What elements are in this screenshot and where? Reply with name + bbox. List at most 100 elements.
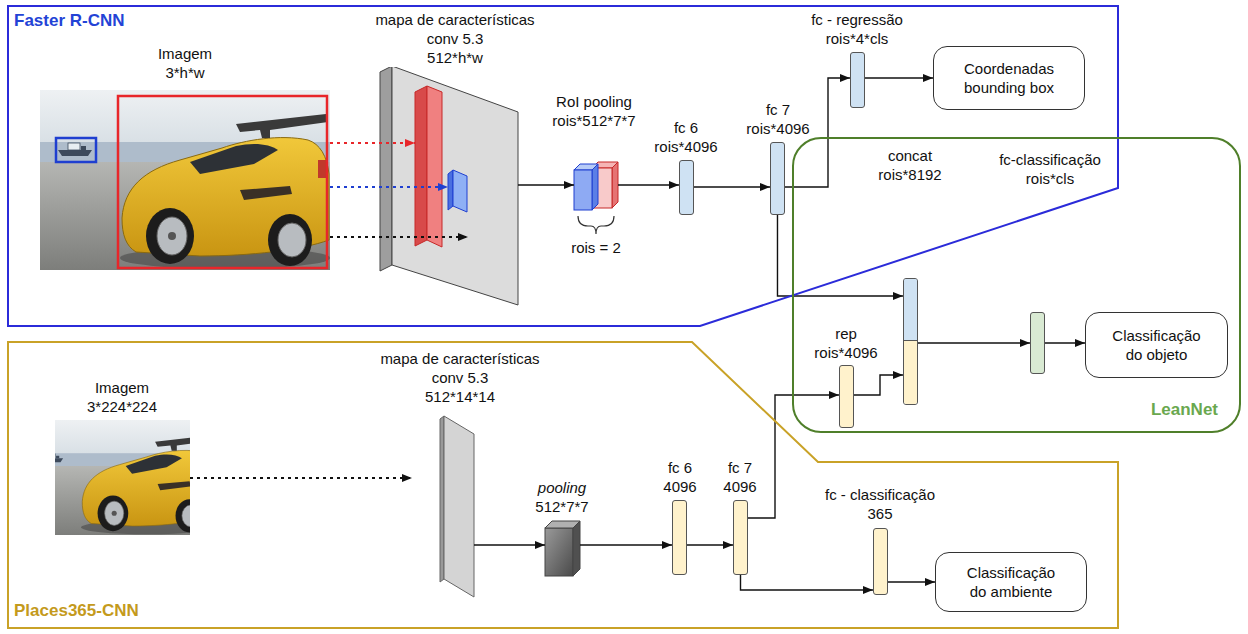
layer-caption: pooling512*7*7 — [535, 478, 588, 516]
fc-layer: fc 64096 — [663, 458, 696, 575]
layer-caption: fc-classificaçãorois*cls — [999, 150, 1101, 188]
layer-label: 512*14*14 — [380, 387, 539, 406]
layer-label: 3*224*224 — [87, 397, 157, 416]
concat-layer: concatrois*8192 — [878, 146, 941, 405]
layer-label: pooling — [535, 478, 588, 497]
fc-layer: fc - classificação365 — [825, 485, 935, 595]
bar-part — [904, 341, 917, 405]
layer-label: fc - regressão — [811, 10, 903, 29]
layer-label: rois*4096 — [814, 343, 877, 362]
layer-label: rois*cls — [999, 169, 1101, 188]
connector-arrow — [330, 186, 448, 188]
layer-bar — [850, 52, 865, 108]
feature-map: mapa de característicasconv 5.3512*h*w — [375, 10, 534, 305]
input-image: Imagem3*h*w — [40, 44, 330, 270]
layer-label: 365 — [825, 504, 935, 523]
region-title-block: Faster R-CNN — [14, 10, 125, 31]
layer-label: Imagem — [158, 44, 212, 63]
connector-arrow — [580, 544, 672, 545]
layer-bar — [873, 528, 888, 595]
fc-layer: fc 7rois*4096 — [746, 100, 809, 215]
region-title-block: LeanNet — [1151, 399, 1218, 420]
input-photo — [40, 90, 330, 270]
output-box: Coordenadas bounding box — [933, 46, 1085, 110]
layer-label: rep — [814, 324, 877, 343]
connector-arrow — [865, 77, 933, 78]
region-title-block: Places365-CNN — [14, 600, 139, 621]
box-text: Classificação do ambiente — [958, 563, 1064, 601]
layer-label: 512*7*7 — [535, 497, 588, 516]
fc-layer: fc 74096 — [723, 458, 756, 575]
layer-label: concat — [878, 146, 941, 165]
region-border — [793, 138, 1240, 432]
cube-side — [592, 164, 598, 210]
roi-projection — [453, 170, 467, 212]
region-title: Faster R-CNN — [14, 10, 125, 31]
connector-arrow — [518, 184, 574, 185]
connector-arrow — [888, 581, 935, 582]
layer-label: rois*8192 — [878, 165, 941, 184]
layer-label: 4096 — [723, 477, 756, 496]
brace — [578, 216, 614, 234]
layer-caption: fc 64096 — [663, 458, 696, 496]
layer-label: conv 5.3 — [375, 29, 534, 48]
roi-pooling: RoI poolingrois*512*7*7 — [552, 92, 635, 210]
layer-label: conv 5.3 — [380, 368, 539, 387]
roi-projection — [448, 170, 453, 210]
layer-label: 4096 — [663, 477, 696, 496]
slab-side — [380, 66, 392, 271]
model-region: Imagem3*h*w mapa de característicasconv 5… — [8, 6, 1118, 326]
layer-label: 512*h*w — [375, 48, 534, 67]
model-region: Imagem3*224*224 mapa de característicasco… — [8, 342, 1118, 628]
fc-layer: fc 6rois*4096 — [654, 118, 717, 215]
layer-label: fc 7 — [723, 458, 756, 477]
fc-layer: fc - regressãorois*4*cls — [811, 10, 903, 108]
picture-area — [55, 420, 190, 535]
layer-label: fc - classificação — [825, 485, 935, 504]
layer-bar — [1030, 312, 1045, 374]
region-title: LeanNet — [1151, 399, 1218, 420]
fc-layer: reprois*4096 — [814, 324, 877, 428]
picture-area — [440, 416, 474, 597]
layer-label: RoI pooling — [552, 92, 635, 111]
input-photo — [30, 420, 215, 535]
photo — [40, 90, 330, 270]
picture-area — [574, 162, 618, 210]
layer-caption: reprois*4096 — [814, 324, 877, 362]
layer-bar — [679, 160, 694, 215]
layer-label: Imagem — [87, 378, 157, 397]
bar-part — [904, 279, 917, 341]
layer-caption: Imagem3*h*w — [158, 44, 212, 82]
layer-label: fc 6 — [663, 458, 696, 477]
layer-caption: mapa de característicasconv 5.3512*14*14 — [380, 349, 539, 406]
connector-arrow — [687, 544, 733, 545]
car-region-box — [118, 96, 327, 268]
layer-caption: fc 6rois*4096 — [654, 118, 717, 156]
connector-arrow — [741, 575, 873, 590]
layer-caption: RoI poolingrois*512*7*7 — [552, 92, 635, 130]
connector-arrow — [330, 236, 468, 238]
output-box: Classificação do objeto — [1085, 312, 1228, 378]
layer-label: fc 6 — [654, 118, 717, 137]
connector-arrow — [694, 186, 770, 187]
box-text: Coordenadas bounding box — [943, 59, 1075, 97]
connector-arrow — [618, 184, 679, 185]
slab-side — [440, 416, 444, 582]
layer-bar — [770, 142, 785, 215]
connector-arrow — [777, 215, 903, 296]
cube-front — [574, 170, 592, 210]
layer-caption: concatrois*8192 — [878, 146, 941, 184]
cube-side — [573, 521, 580, 576]
layer-bar — [672, 500, 687, 575]
layer-bar — [839, 365, 854, 428]
connector-arrow — [474, 544, 545, 545]
connector-arrow — [330, 142, 415, 144]
layer-label: mapa de características — [375, 10, 534, 29]
slab-face — [444, 416, 474, 597]
pooling-cube — [545, 521, 580, 576]
layer-caption: Imagem3*224*224 — [87, 378, 157, 416]
layer-label: rois*4096 — [654, 137, 717, 156]
picture-area — [380, 66, 518, 305]
feature-map-slab — [440, 416, 474, 597]
cube-side — [612, 162, 618, 208]
